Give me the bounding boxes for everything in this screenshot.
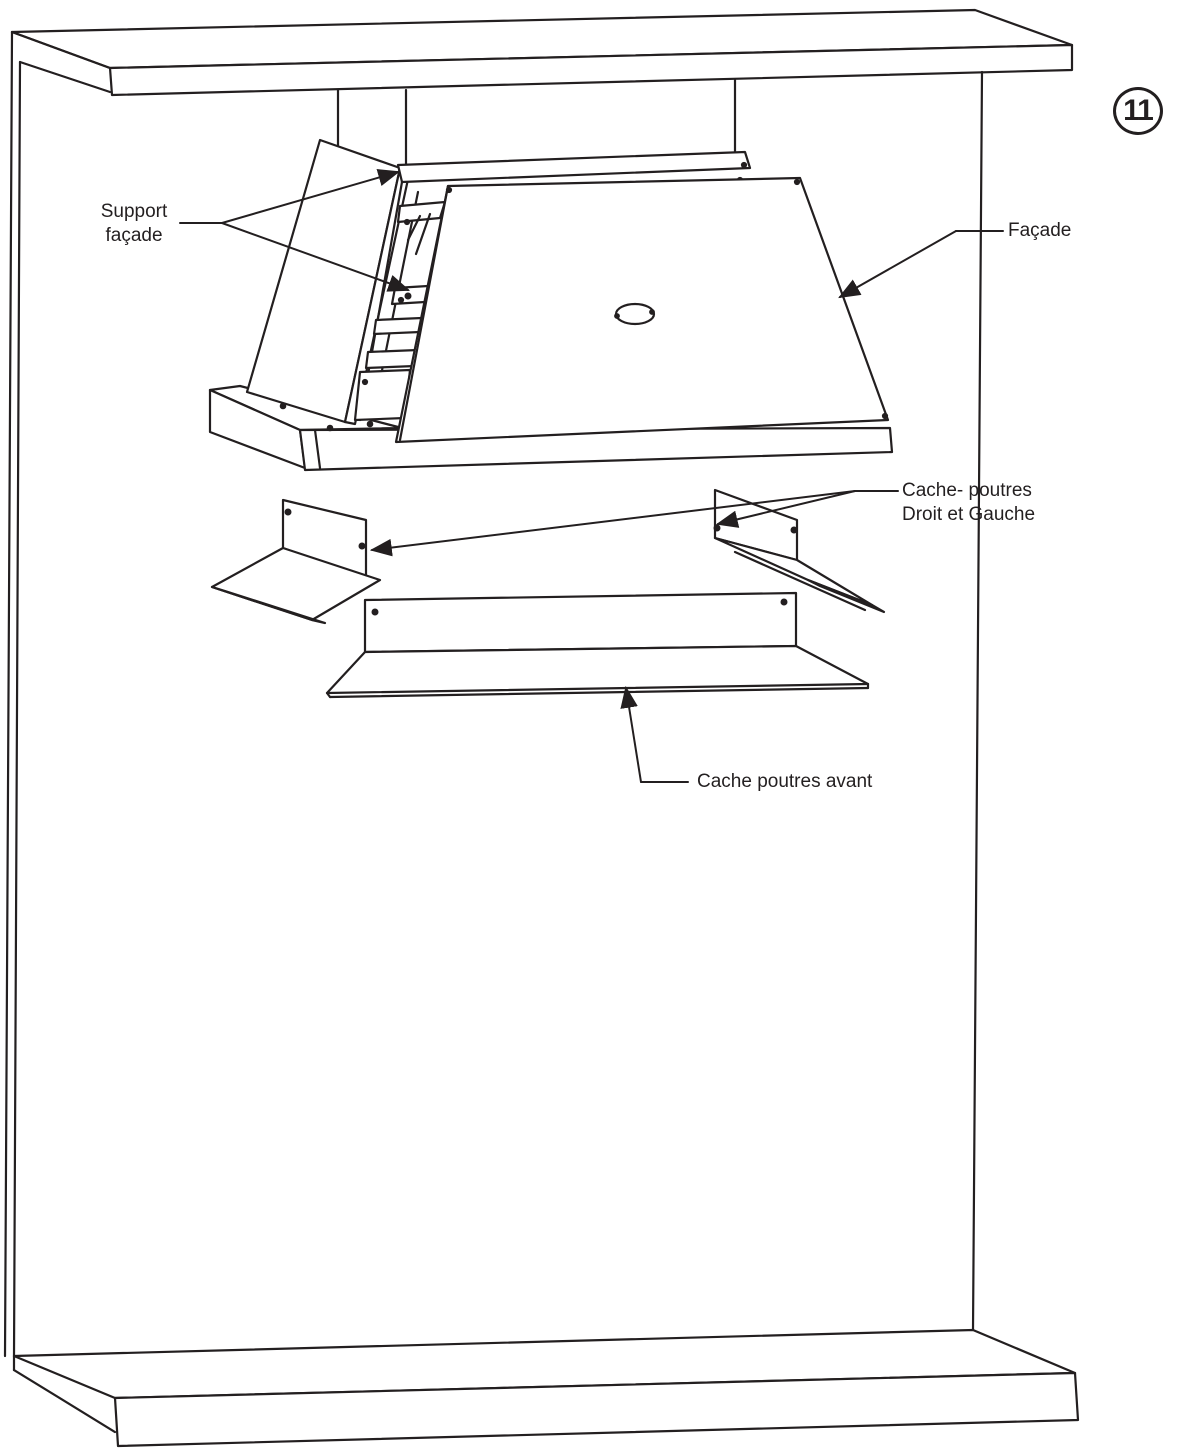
side-beam-covers-label: Cache- poutres Droit et Gauche — [902, 479, 1035, 527]
cabinet-frame — [3, 8, 1080, 1448]
bottom-shelf — [12, 1328, 1080, 1448]
side-covers-arrow-left — [369, 490, 856, 557]
right-beam-cover — [713, 488, 886, 614]
facade-label: Façade — [1008, 220, 1072, 241]
front-beam-cover — [325, 591, 870, 699]
support-facade-label-line2: façade — [105, 225, 163, 246]
step-number: 11 — [1123, 94, 1154, 127]
hood-assembly — [208, 78, 894, 472]
left-beam-cover — [210, 498, 382, 625]
facade-panel — [394, 176, 890, 444]
side-covers-arrow-right — [715, 490, 856, 528]
support-facade-label: Support façade — [88, 200, 180, 248]
chimney-duct — [336, 78, 737, 167]
right-inner-edge — [971, 70, 984, 1332]
support-facade-arrow-1 — [221, 169, 401, 224]
front-beam-cover-label: Cache poutres avant — [697, 771, 873, 792]
support-facade-arrow-2 — [221, 222, 411, 292]
side-beam-covers-label-line1: Cache- poutres — [902, 480, 1032, 501]
step-number-badge: 11 — [1113, 87, 1163, 135]
left-panel — [3, 30, 112, 1358]
front-cover-arrow — [620, 685, 642, 783]
support-facade-label-line1: Support — [100, 201, 168, 222]
facade-arrow — [838, 230, 957, 299]
side-beam-covers-label-line2: Droit et Gauche — [902, 504, 1036, 525]
top-shelf — [10, 8, 1074, 97]
hood-internal-frame — [353, 150, 752, 422]
leader-lines — [179, 169, 1004, 783]
